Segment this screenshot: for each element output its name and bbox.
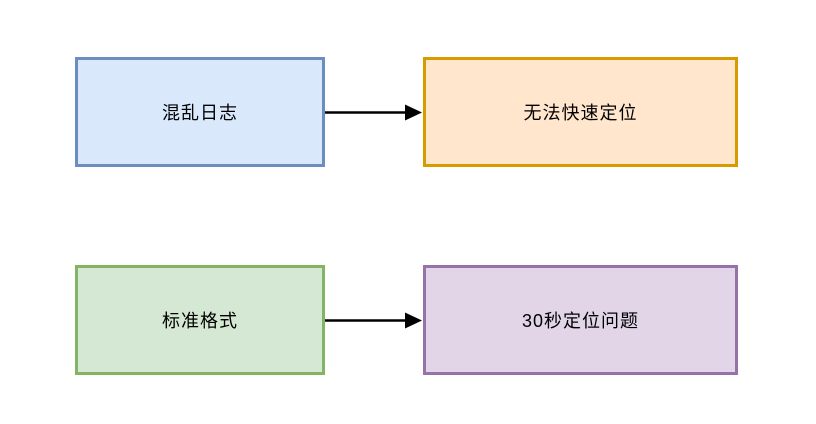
node-locate-in-30s-label: 30秒定位问题 — [521, 311, 640, 331]
node-messy-logs-label: 混乱日志 — [162, 103, 238, 123]
node-cannot-locate-label: 无法快速定位 — [523, 103, 638, 123]
arrow-messy-logs-to-cannot-locate — [325, 104, 422, 121]
arrowhead-icon — [405, 312, 422, 329]
node-standard-format-label: 标准格式 — [162, 311, 238, 331]
node-standard-format[interactable]: 标准格式 — [75, 265, 325, 375]
arrowhead-icon — [405, 104, 422, 121]
node-locate-in-30s[interactable]: 30秒定位问题 — [423, 265, 738, 375]
node-cannot-locate[interactable]: 无法快速定位 — [423, 57, 738, 167]
node-messy-logs[interactable]: 混乱日志 — [75, 57, 325, 167]
arrow-standard-format-to-locate-in-30s — [325, 312, 422, 329]
